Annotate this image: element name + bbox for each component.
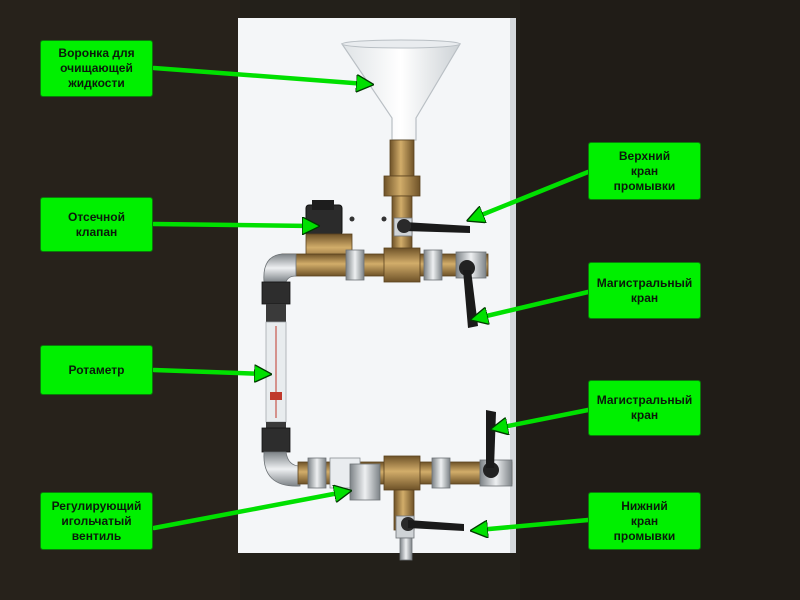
board-screw (381, 216, 387, 222)
bottom-flush-tap-handle (408, 520, 464, 531)
label-rotameter: Ротаметр (40, 345, 153, 395)
top-flush-tap-nut (397, 219, 411, 233)
rotameter-lower-coupling (266, 422, 286, 428)
arrow-needle-valve (151, 492, 344, 531)
arrow-main-lower (498, 407, 591, 428)
bottom-clamp (307, 457, 327, 489)
funnel-adapter (389, 139, 415, 177)
rotameter-float (270, 392, 282, 400)
funnel-nut (383, 175, 421, 197)
solenoid-connector (312, 200, 334, 210)
rotameter-lower-union (261, 427, 291, 453)
top-tee (383, 247, 421, 283)
needle-valve-stem (349, 463, 381, 501)
arrow-top-flush (474, 169, 591, 218)
board-shadow-edge (510, 18, 516, 553)
bottom-tee (383, 455, 421, 491)
top-clamp (345, 249, 365, 281)
label-needle-valve: Регулирующий игольчатый вентиль (40, 492, 153, 550)
arrow-bottom-flush (478, 517, 591, 530)
label-bottom-flush-tap: Нижний кран промывки (588, 492, 701, 550)
label-shutoff-valve: Отсечной клапан (40, 197, 153, 252)
board-screw (349, 216, 355, 222)
arrow-main-upper (478, 289, 591, 318)
bottom-clamp (431, 457, 451, 489)
rotameter-upper-coupling (266, 304, 286, 322)
arrow-rotameter (151, 370, 264, 374)
rotameter-upper-union (261, 281, 291, 305)
arrow-funnel (151, 65, 366, 84)
label-funnel: Воронка для очищающей жидкости (40, 40, 153, 97)
top-flush-tap-handle (404, 222, 470, 233)
top-clamp (423, 249, 443, 281)
arrow-shutoff-valve (151, 224, 312, 226)
label-main-tap-upper: Магистральный кран (588, 262, 701, 319)
label-top-flush-tap: Верхний кран промывки (588, 142, 701, 200)
callout-arrows (151, 65, 591, 531)
drain-nozzle (399, 537, 413, 561)
label-main-tap-lower: Магистральный кран (588, 380, 701, 436)
funnel-rim (341, 39, 461, 49)
